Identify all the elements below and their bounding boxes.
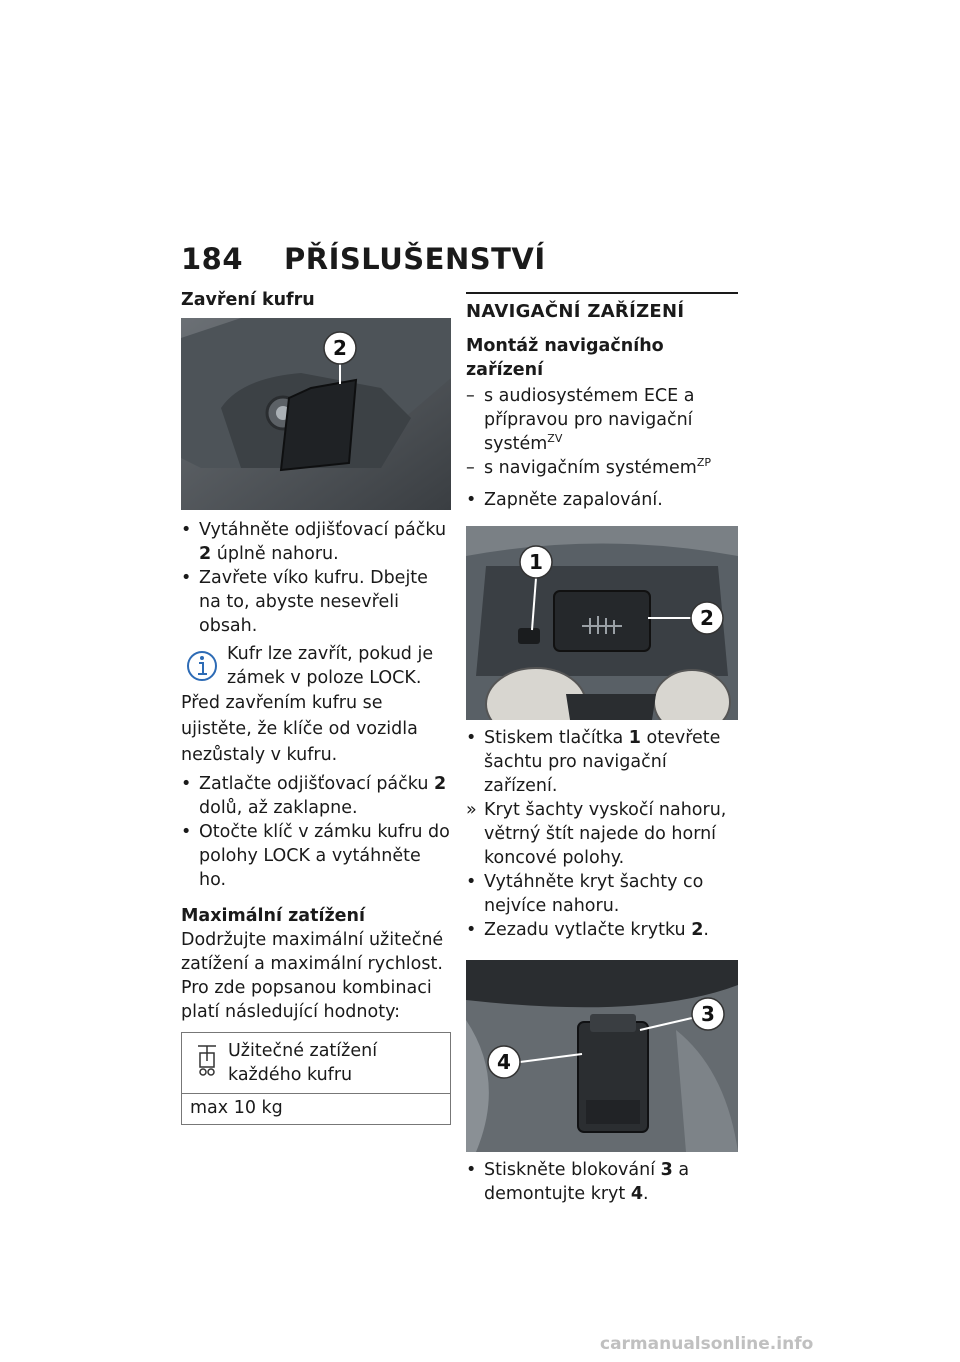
callout-3: 3 bbox=[701, 1002, 715, 1026]
paragraph-keys: Před zavřením kufru se ujistěte, že klíč… bbox=[181, 693, 418, 765]
list-item: •Vytáhněte odjišťovací páčku 2 úplně nah… bbox=[181, 520, 447, 564]
page-header: 184 PŘÍSLUŠENSTVÍ bbox=[181, 242, 546, 276]
dash-list: –s audiosystémem ECE a přípravou pro nav… bbox=[466, 384, 738, 480]
callout-4: 4 bbox=[497, 1050, 511, 1074]
paragraph-max-load: Dodržujte maximální užitečné zatížení a … bbox=[181, 930, 444, 1022]
watermark: carmanualsonline.info bbox=[600, 1334, 814, 1354]
figure-case-closing: 2 bbox=[181, 318, 451, 510]
info-icon bbox=[187, 651, 217, 681]
callout-2: 2 bbox=[700, 606, 714, 630]
list-item: –s audiosystémem ECE a přípravou pro nav… bbox=[466, 386, 695, 454]
bullet-ignition: •Zapněte zapalování. bbox=[466, 488, 738, 512]
page-title: PŘÍSLUŠENSTVÍ bbox=[284, 242, 546, 276]
list-item: •Zapněte zapalování. bbox=[466, 490, 663, 510]
left-column: Zavření kufru 2 •Vytáhněte odjišťovací p… bbox=[181, 288, 451, 1125]
callout-1: 1 bbox=[529, 550, 543, 574]
list-item: •Stiskněte blokování 3 a demontujte kryt… bbox=[466, 1160, 690, 1204]
heading-close-case: Zavření kufru bbox=[181, 290, 315, 310]
list-item: •Zavřete víko kufru. Dbejte na to, abyst… bbox=[181, 568, 428, 636]
list-item: »Kryt šachty vyskočí nahoru, větrný štít… bbox=[466, 800, 727, 868]
page-number: 184 bbox=[181, 242, 244, 276]
info-note: Kufr lze zavřít, pokud je zámek v poloze… bbox=[181, 642, 451, 690]
list-item: •Otočte klíč v zámku kufru do polohy LOC… bbox=[181, 822, 450, 890]
final-step: •Stiskněte blokování 3 a demontujte kryt… bbox=[466, 1158, 738, 1206]
figure-nav-dash: 1 2 bbox=[466, 526, 738, 720]
load-table: Užitečné zatížení každého kufru max 10 k… bbox=[181, 1032, 451, 1125]
figure-nav-cover: 3 4 bbox=[466, 960, 738, 1152]
section-title: NAVIGAČNÍ ZAŘÍZENÍ bbox=[466, 292, 738, 324]
heading-nav-mount: Montáž navigačního zařízení bbox=[466, 336, 664, 380]
weight-icon bbox=[198, 1045, 216, 1076]
heading-max-load: Maximální zatížení bbox=[181, 906, 365, 926]
right-column: NAVIGAČNÍ ZAŘÍZENÍ Montáž navigačního za… bbox=[466, 292, 738, 1206]
steps-list: •Stiskem tlačítka 1 otevřete šachtu pro … bbox=[466, 726, 738, 942]
callout-2: 2 bbox=[333, 336, 347, 360]
bullet-list-1: •Vytáhněte odjišťovací páčku 2 úplně nah… bbox=[181, 518, 451, 638]
list-item: •Zezadu vytlačte krytku 2. bbox=[466, 920, 709, 940]
table-value: max 10 kg bbox=[190, 1098, 283, 1118]
list-item: •Zatlačte odjišťovací páčku 2 dolů, až z… bbox=[181, 774, 447, 818]
list-item: •Vytáhněte kryt šachty co nejvíce nahoru… bbox=[466, 872, 704, 916]
list-item: •Stiskem tlačítka 1 otevřete šachtu pro … bbox=[466, 728, 721, 796]
list-item: –s navigačním systémemZP bbox=[466, 456, 711, 478]
bullet-list-2: •Zatlačte odjišťovací páčku 2 dolů, až z… bbox=[181, 772, 451, 892]
table-row: Užitečné zatížení každého kufru bbox=[182, 1033, 450, 1094]
